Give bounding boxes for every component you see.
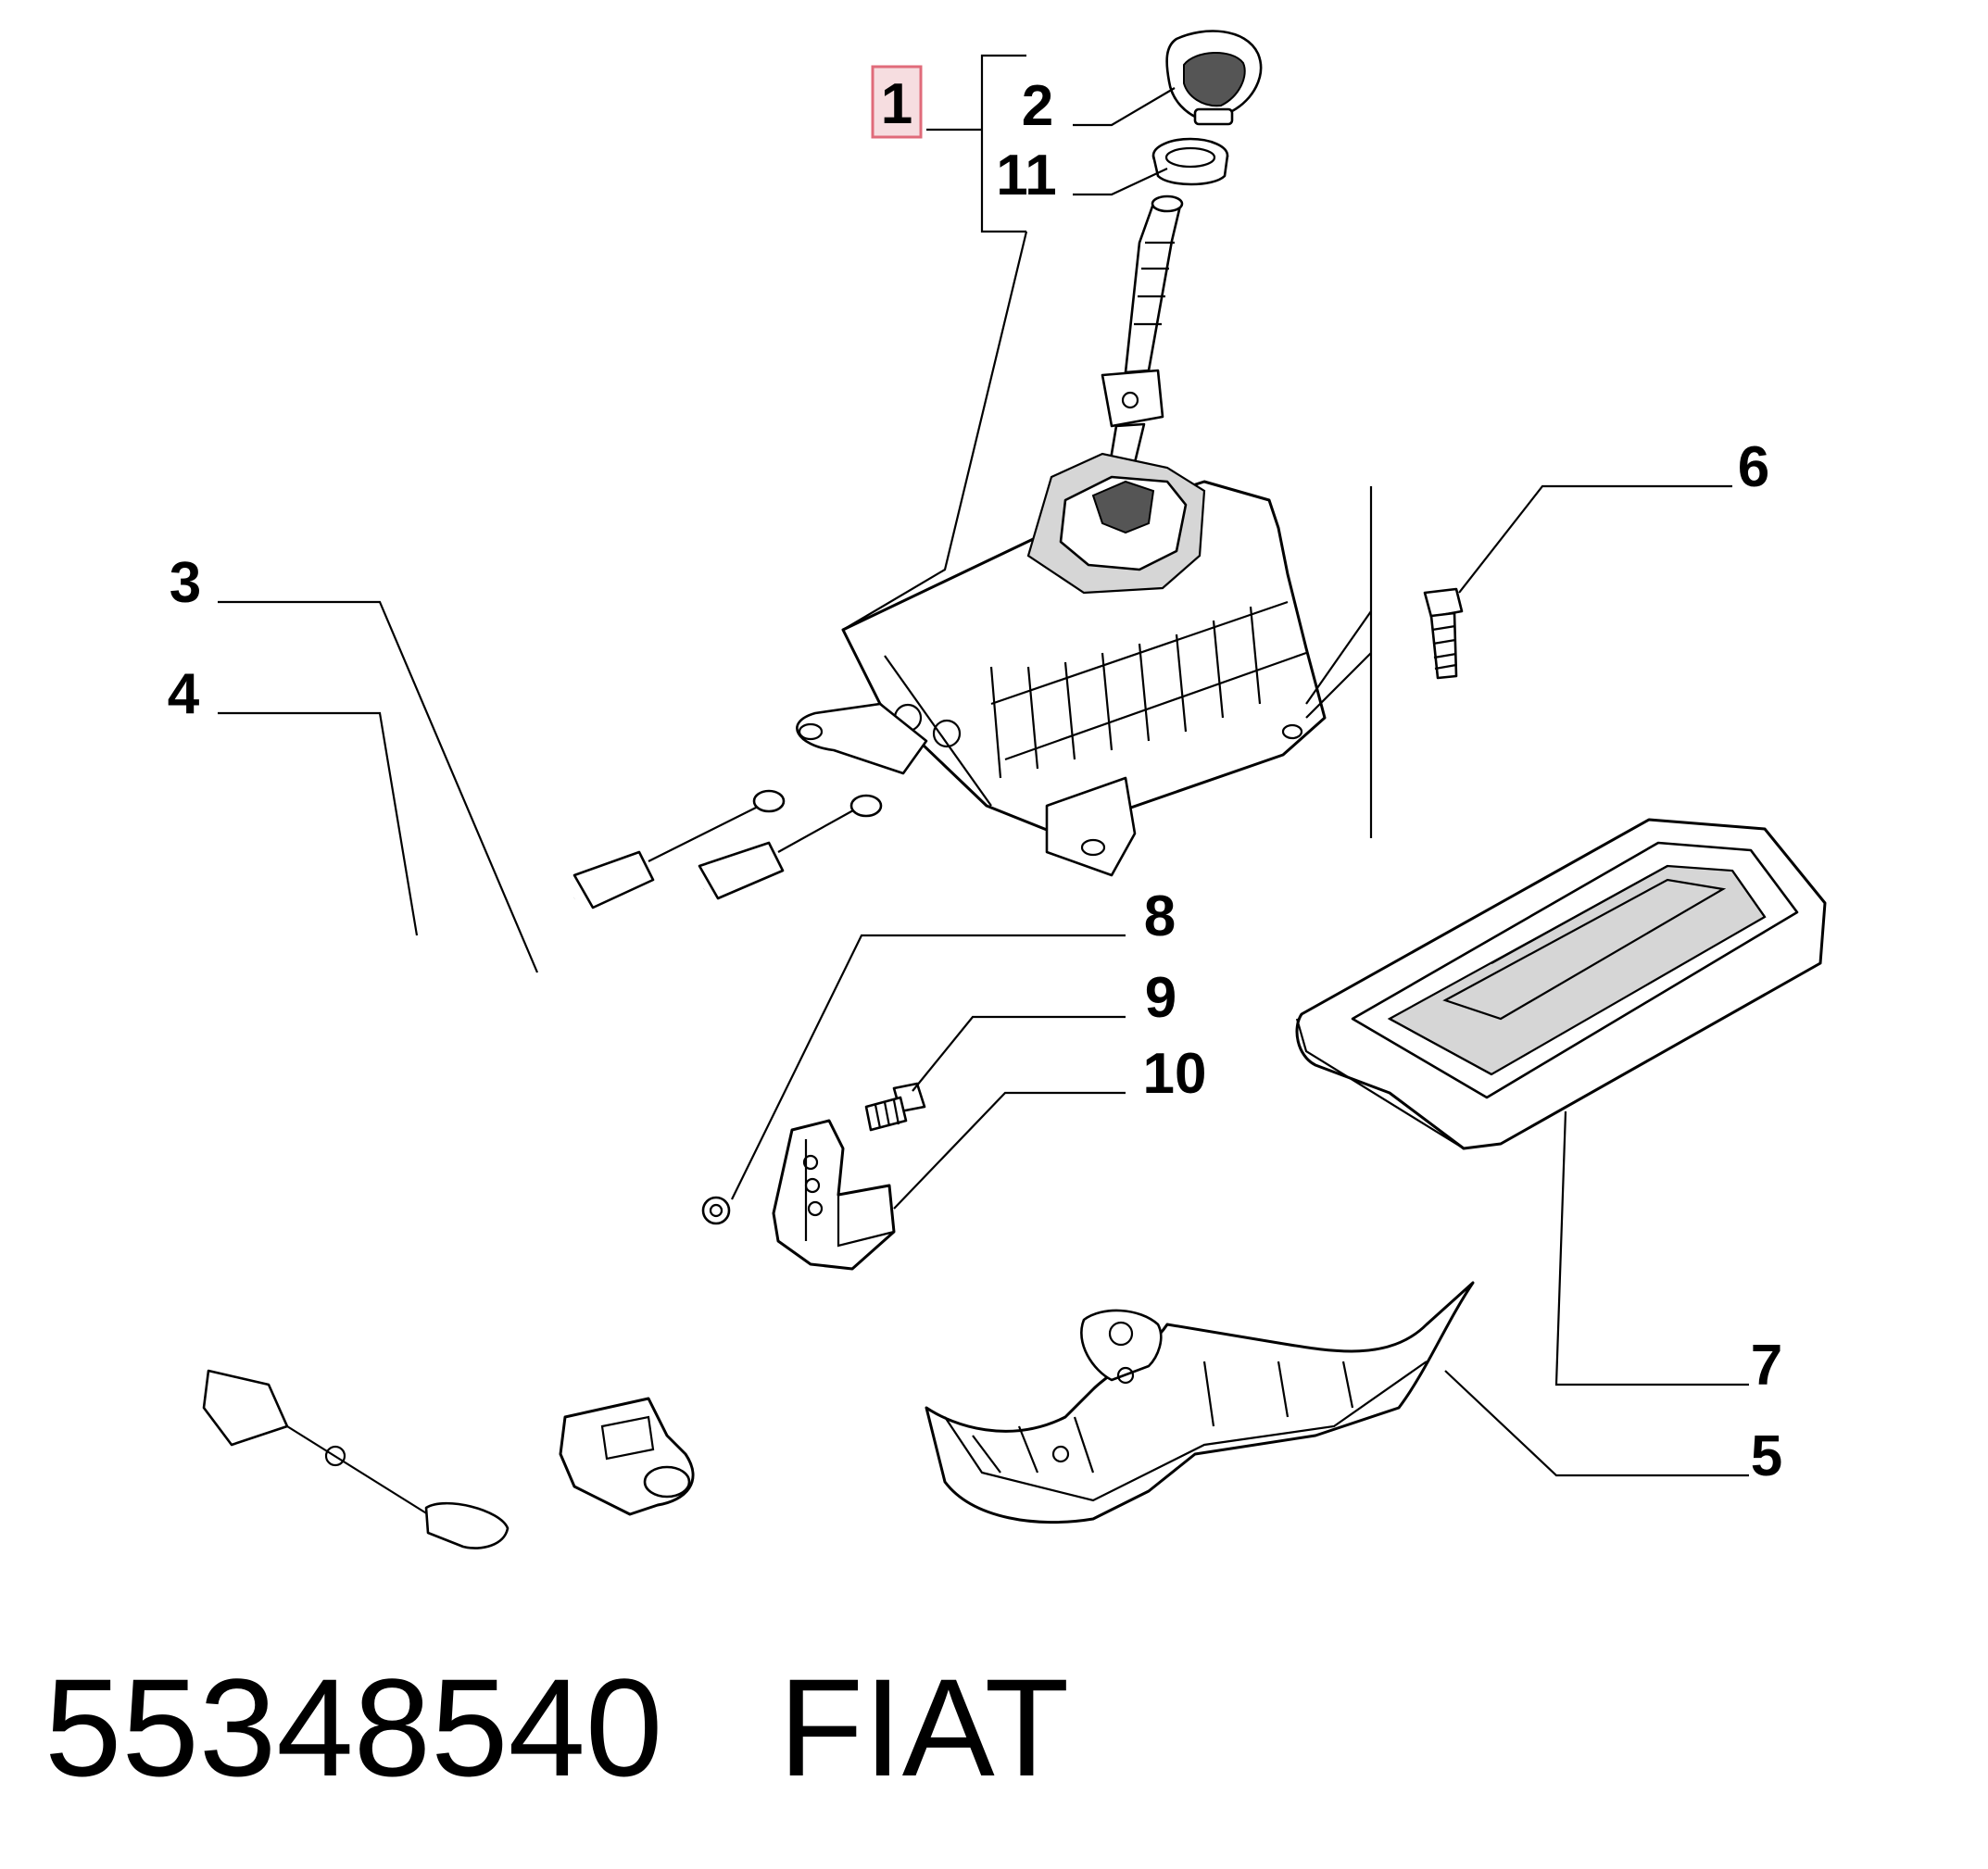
nut: [701, 1196, 731, 1225]
callout-11[interactable]: 11: [996, 144, 1057, 207]
callout-5[interactable]: 5: [1751, 1424, 1782, 1488]
callout-labels: 1 2 11 3 4 6 8 9 10 7 5: [168, 65, 1782, 1488]
gear-knob: [1165, 30, 1263, 126]
shift-lever-housing: [796, 194, 1327, 877]
callout-4[interactable]: 4: [168, 662, 200, 726]
small-bolt: [864, 1082, 926, 1132]
cover-tray: [1295, 818, 1827, 1150]
part-number: 55348540: [44, 1649, 663, 1805]
callout-1-highlight: [871, 65, 923, 139]
shift-cables: [74, 789, 883, 1549]
callout-6[interactable]: 6: [1738, 435, 1769, 499]
callout-10[interactable]: 10: [1143, 1042, 1207, 1106]
bracket: [772, 1119, 896, 1271]
callout-3[interactable]: 3: [170, 551, 201, 615]
leader-lines: [218, 54, 1749, 1477]
retaining-ring: [1151, 137, 1229, 186]
callout-2[interactable]: 2: [1022, 74, 1053, 138]
bolt: [1423, 587, 1464, 680]
callout-7[interactable]: 7: [1751, 1334, 1782, 1398]
heat-shield: [925, 1281, 1475, 1524]
callout-8[interactable]: 8: [1144, 884, 1176, 948]
part-reference: 55348540 FIAT: [44, 1658, 1069, 1797]
callout-9[interactable]: 9: [1145, 966, 1176, 1030]
brand-name: FIAT: [778, 1649, 1070, 1805]
callout-1[interactable]: 1: [881, 72, 912, 136]
